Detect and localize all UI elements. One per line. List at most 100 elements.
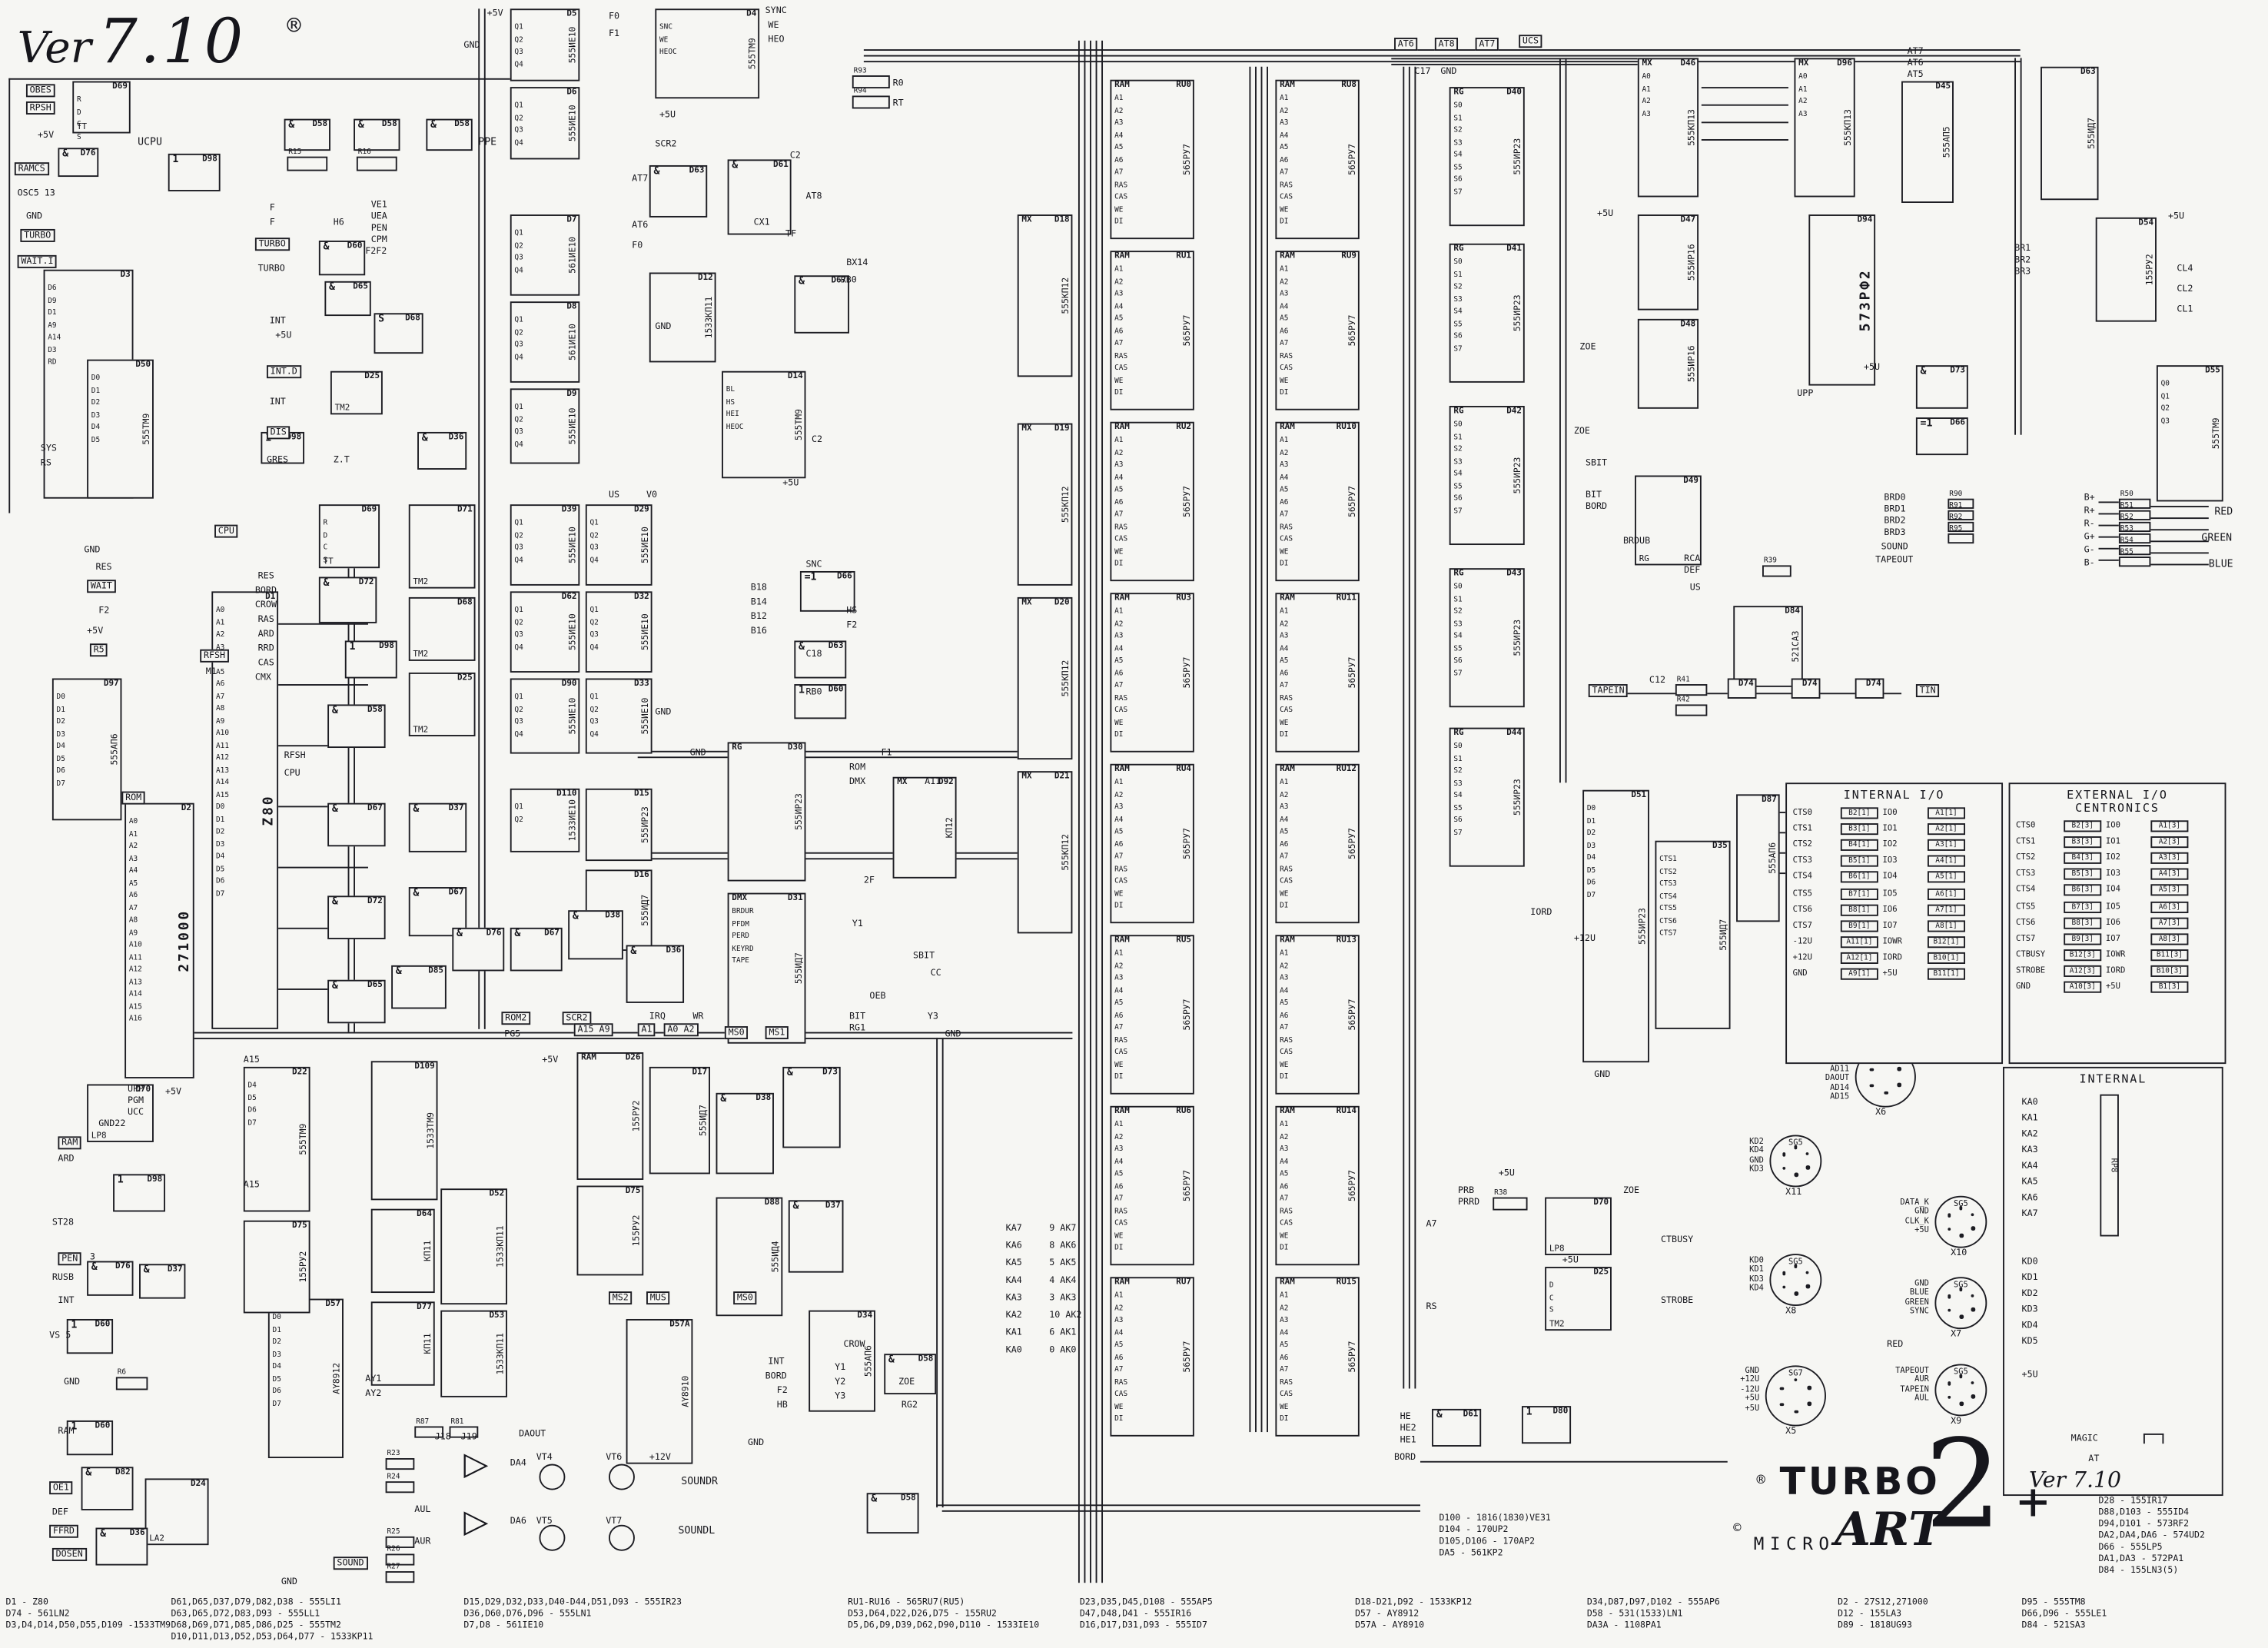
chip-designator: RU8 (1341, 81, 1357, 90)
chip-designator: D54 (2138, 218, 2154, 228)
chip-designator: D88 (764, 1198, 780, 1208)
chip-designator: D25 (364, 372, 380, 381)
connector-pin-dot (1805, 1284, 1810, 1288)
schematic-label: RAM (58, 1426, 75, 1437)
chip-designator: D76 (115, 1262, 131, 1271)
io-pin: B6[1] (1840, 871, 1878, 884)
wire (1249, 66, 1251, 1433)
connector-label: X6 (1875, 1107, 1887, 1118)
resistor: R94 (852, 87, 890, 109)
chip-designator: D48 (1680, 320, 1696, 330)
chip-designator: D73 (822, 1068, 838, 1078)
chip-designator: D42 (1506, 407, 1522, 417)
schematic-label: IORD (1530, 907, 1552, 918)
gate-symbol: & (421, 431, 428, 444)
chip-type: 565РУ7 (1182, 314, 1193, 347)
schematic-label: CTBUSY (1661, 1234, 1694, 1245)
chip-D67: &D67 (327, 802, 386, 847)
wire (2098, 501, 2119, 503)
legend-line: D61,D65,D37,D79,D82,D38 - 555LI1 (171, 1597, 341, 1608)
schematic-label: RT (892, 98, 904, 109)
connector-pin-dot (1959, 1314, 1964, 1319)
chip-type: 555ИД7 (1718, 919, 1729, 951)
wire (1101, 40, 1104, 1583)
chip-type: КП11 (423, 1240, 433, 1261)
gate-symbol: =1 (1920, 417, 1933, 430)
chip-type: 555ИР23 (640, 806, 651, 843)
gate-symbol: & (100, 1527, 107, 1540)
schematic-label: SYNC (765, 5, 787, 16)
schematic-label: RG1 (849, 1023, 866, 1034)
schematic-label: RAS (257, 614, 274, 625)
schematic-label: 3 AK3 (1049, 1293, 1077, 1304)
schematic-label: M1 (205, 666, 217, 677)
wire (863, 61, 2021, 63)
io-signal: GND (1792, 970, 1808, 979)
resistor-label: R23 (387, 1449, 400, 1459)
connector-pin-dot (1971, 1307, 1975, 1312)
schematic-label: BIT (849, 1012, 866, 1022)
chip-designator: D1 (265, 593, 276, 602)
io-pin: B3[3] (2064, 836, 2102, 848)
chip-designator: RU3 (1176, 594, 1192, 603)
legend-line: D12 - 155LA3 (1838, 1608, 1902, 1620)
wire (2098, 524, 2119, 527)
chip-type: 555ИЕ10 (568, 26, 579, 64)
chip-type: Z80 (261, 794, 277, 826)
io-pin: A2[3] (2150, 836, 2189, 848)
connector-X9: SG5 (1934, 1364, 1987, 1417)
schematic-label: R5 (89, 643, 108, 657)
gate-symbol: & (1436, 1408, 1443, 1420)
connector-label: X11 (1785, 1187, 1802, 1198)
io-pin: A6[3] (2150, 901, 2189, 913)
chip-header: MX (897, 778, 908, 787)
resistor-label: R41 (1676, 675, 1690, 685)
chip-designator: RU2 (1176, 423, 1192, 432)
schematic-label: CL4 (2177, 264, 2193, 274)
chip-designator: D110 (556, 789, 577, 799)
schematic-label: US (1689, 583, 1701, 593)
schematic-label: A7 (1426, 1218, 1437, 1230)
schematic-label: +12V (649, 1452, 671, 1463)
chip-type: 555АП5 (1941, 126, 1953, 158)
chip-designator: RU14 (1336, 1107, 1357, 1116)
chip-designator: D87 (1762, 796, 1777, 805)
chip-D61: &D61 (727, 159, 792, 235)
chip-type: 271000 (177, 909, 193, 972)
chip-designator: D35 (1712, 842, 1728, 851)
connector-pin-dot (1898, 1082, 1901, 1087)
schematic-label: ZOE (898, 1377, 915, 1387)
gate-symbol: 1 (1526, 1406, 1532, 1418)
schematic-label: AT7 (632, 174, 649, 184)
gate-symbol: 1 (172, 153, 179, 165)
schematic-label: J18 (434, 1432, 451, 1443)
chip-type: ТМ2 (334, 404, 350, 414)
chip-type: 565РУ7 (1182, 1170, 1193, 1201)
chip-designator: D53 (489, 1311, 505, 1321)
chip-type: 555АП6 (110, 733, 121, 766)
chip-D60: &D60 (318, 241, 366, 276)
chip-designator: D25 (1593, 1268, 1609, 1278)
schematic-label: BR1 (2014, 243, 2031, 254)
